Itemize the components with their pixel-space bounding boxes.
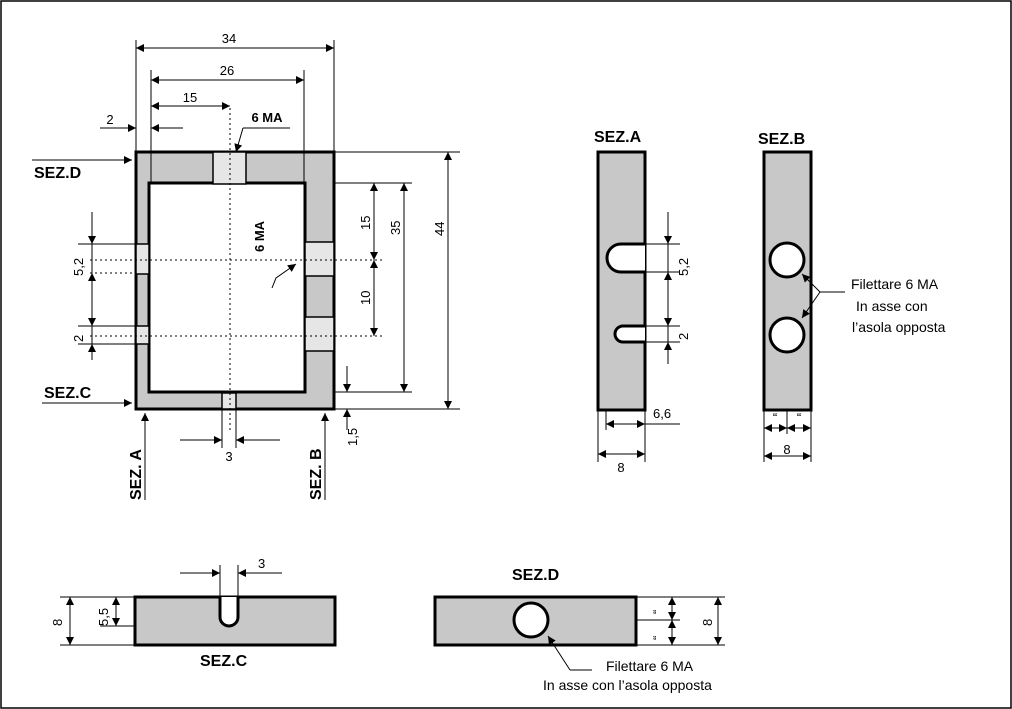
section-b-dim-q2: “: [797, 410, 801, 425]
thread-top-label: 6 MA: [251, 110, 283, 125]
section-d-thread-hole: [512, 601, 550, 639]
bottom-slot: [221, 392, 237, 410]
sez-b-marker: SEZ. B: [308, 448, 325, 500]
section-a-title: SEZ.A: [594, 129, 642, 146]
section-c-slot: [218, 597, 240, 628]
section-c-title: SEZ.C: [200, 653, 248, 670]
section-b-thread-hole-lower: [768, 316, 806, 354]
section-a-dim-2: 2: [676, 333, 691, 340]
dim-15-top-label: 15: [183, 90, 197, 105]
section-c-dim-5-5: 5,5: [96, 608, 111, 626]
section-a-slot-lower: [613, 324, 645, 344]
right-thread-boss-lower: [304, 316, 335, 352]
section-b-dim-8: 8: [783, 442, 790, 457]
frame-inner-window: [147, 181, 307, 394]
dim-2-top-label: 2: [106, 112, 113, 127]
sez-d-marker: SEZ.D: [34, 165, 81, 182]
dim-44-label: 44: [432, 222, 447, 236]
dim-10-label: 10: [358, 291, 373, 305]
dim-2-left-label: 2: [71, 335, 86, 342]
section-c: 3 8 5,5 SEZ.C: [50, 556, 337, 670]
sez-c-marker: SEZ.C: [44, 385, 92, 402]
section-b-body: [762, 150, 813, 412]
section-b: SEZ.B Filettare 6 MA In asse con l’asola…: [758, 131, 946, 462]
section-b-title: SEZ.B: [758, 131, 805, 148]
section-b-note-line1: Filettare 6 MA: [851, 276, 939, 292]
section-b-dim-q1: “: [773, 410, 777, 425]
thread-center-label: 6 MA: [252, 220, 267, 252]
section-d-note-line2: In asse con l’asola opposta: [543, 677, 712, 693]
left-slot-lower: [135, 325, 150, 345]
dim-26-label: 26: [220, 63, 234, 78]
section-b-thread-hole-upper: [768, 241, 806, 279]
section-a-body: [596, 150, 647, 412]
dim-1-5-label: 1,5: [345, 428, 360, 446]
section-b-note-line2: In asse con: [856, 298, 928, 314]
section-d-dim-q2: “: [650, 636, 665, 640]
section-d-note-line1: Filettare 6 MA: [606, 658, 694, 674]
right-thread-boss-upper: [304, 241, 335, 277]
section-a-slot-upper: [605, 242, 645, 274]
front-view: 34 26 15 2 6 MA 6 MA SEZ.D SEZ.C SEZ. A …: [32, 31, 460, 500]
section-a-dim-5-2: 5,2: [676, 258, 691, 276]
left-slot-upper: [135, 243, 150, 275]
section-d-dim-q1: “: [650, 610, 665, 614]
section-d-title: SEZ.D: [512, 567, 559, 584]
section-c-dim-3: 3: [258, 556, 265, 571]
section-d: SEZ.D Filettare 6 MA In asse con l’asola…: [433, 567, 725, 693]
dim-3-bottom-label: 3: [225, 449, 232, 464]
section-a: SEZ.A 5,2 2 6,6 8: [594, 129, 691, 475]
section-a-dim-8: 8: [617, 460, 624, 475]
dim-35-label: 35: [388, 221, 403, 235]
dim-15-right-label: 15: [358, 216, 373, 230]
dim-34-label: 34: [222, 31, 236, 46]
section-c-dim-8: 8: [50, 619, 65, 626]
section-a-dim-6-6: 6,6: [653, 406, 671, 421]
dim-5-2-left-label: 5,2: [71, 258, 86, 276]
sez-a-marker: SEZ. A: [128, 449, 145, 500]
section-d-dim-8: 8: [700, 619, 715, 626]
section-b-note-line3: l’asola opposta: [852, 319, 946, 335]
